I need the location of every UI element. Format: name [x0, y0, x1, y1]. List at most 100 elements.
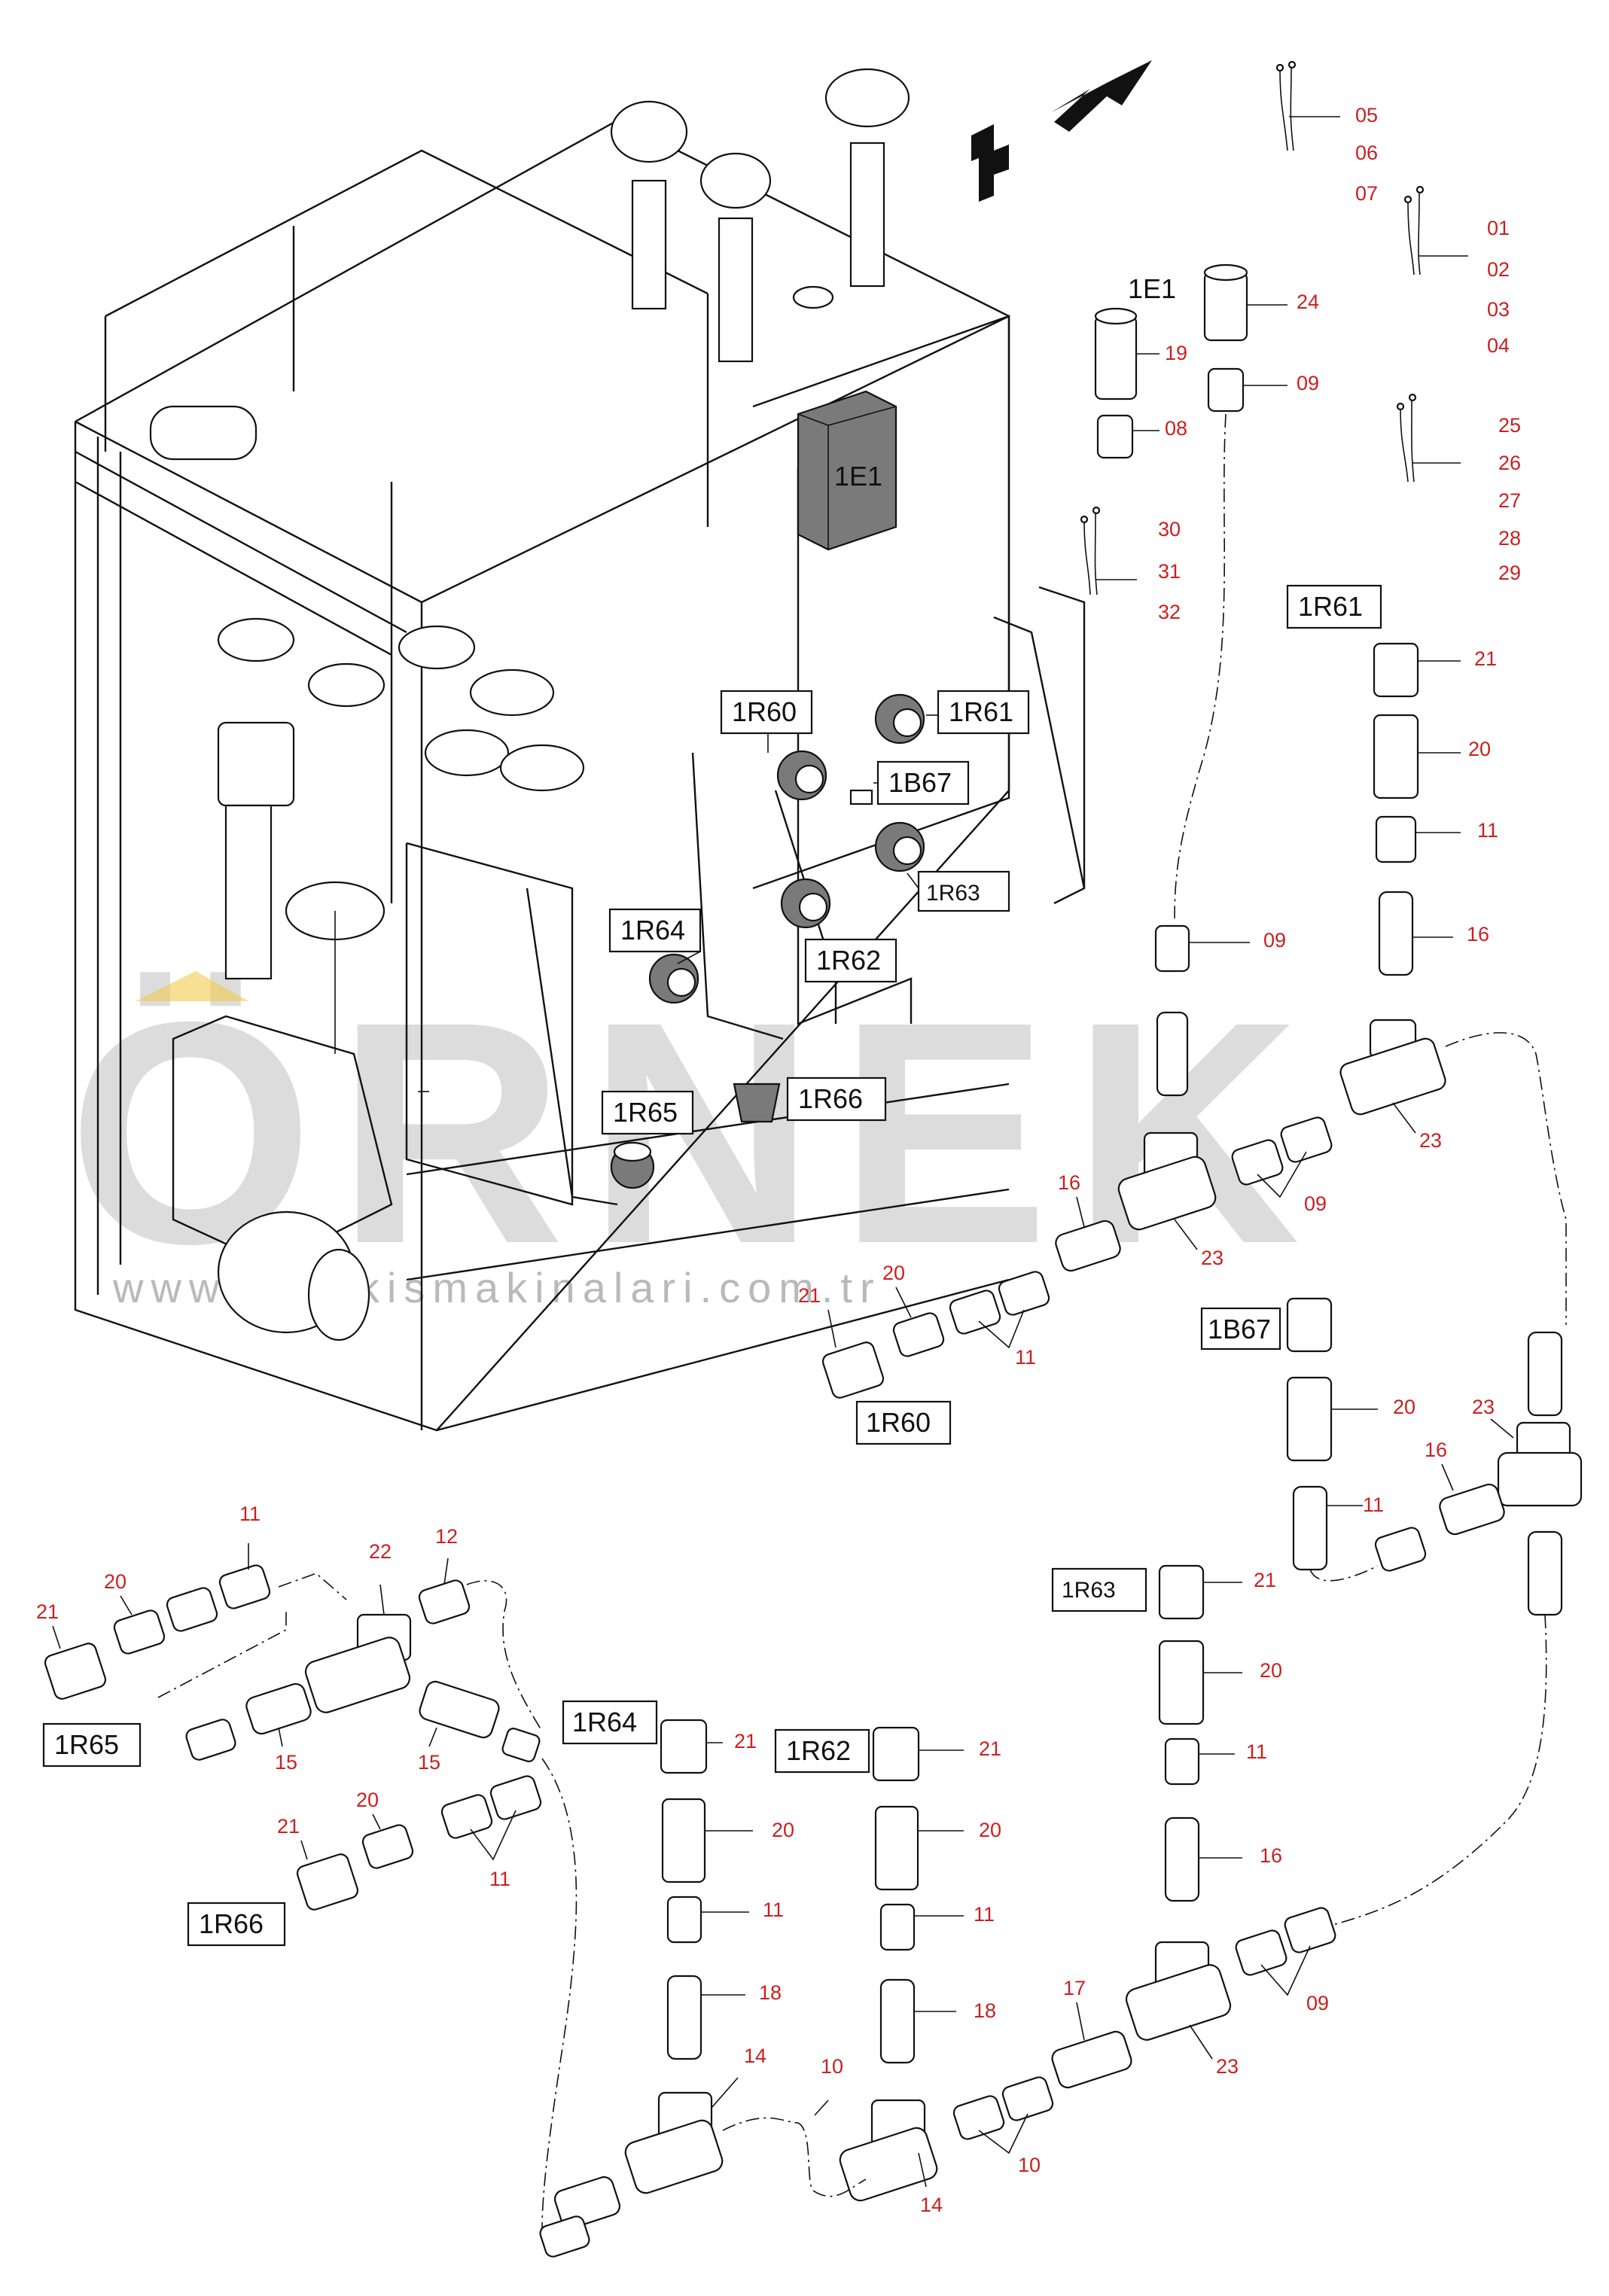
cable-01: 01	[1487, 217, 1510, 239]
r62-part-14: 14	[920, 2194, 943, 2216]
part-23a: 23	[1419, 1129, 1442, 1152]
group-1R61-label: 1R61	[1298, 591, 1363, 622]
machine-illustration: 1E1	[74, 68, 1086, 1432]
label-1R66: 1R66	[798, 1083, 863, 1114]
r66-part-21: 21	[277, 1815, 300, 1838]
r63-part-21: 21	[1254, 1569, 1276, 1591]
part-09c: 09	[1304, 1192, 1327, 1215]
r62-part-21: 21	[979, 1737, 1001, 1760]
r61-part-11: 11	[1477, 819, 1498, 842]
sensor-1R61	[874, 693, 925, 745]
r65-part-21: 21	[36, 1600, 59, 1623]
r66-part-20: 20	[356, 1789, 379, 1811]
r65-part-15b: 15	[418, 1751, 440, 1774]
r63-part-23: 23	[1216, 2055, 1239, 2078]
sensor-1B67	[849, 789, 873, 805]
module-1E1-label: 1E1	[834, 461, 882, 492]
group-1E1-label: 1E1	[1128, 273, 1176, 304]
label-1R60: 1R60	[732, 696, 797, 727]
r65-part-20: 20	[104, 1570, 126, 1593]
group-1R66: 11 20 21 1R66	[187, 1775, 542, 1947]
cable-28: 28	[1498, 527, 1521, 550]
r63-part-17: 17	[1063, 1977, 1086, 1999]
group-1R61: 1R61 21 20 11 16 23	[1286, 584, 1567, 1325]
cable-04: 04	[1487, 334, 1510, 357]
group-1R62-label: 1R62	[786, 1735, 851, 1766]
cable-06: 06	[1355, 142, 1378, 164]
r63-part-16: 16	[1260, 1844, 1282, 1867]
cable-29: 29	[1498, 562, 1521, 584]
r63-part-09: 09	[1306, 1992, 1329, 2014]
r61-part-20: 20	[1468, 738, 1491, 760]
sensor-1R60	[776, 750, 827, 801]
part-09a: 09	[1297, 372, 1319, 394]
part-24: 24	[1297, 291, 1319, 313]
part-21b: 21	[798, 1284, 821, 1307]
b67-part-20: 20	[1393, 1396, 1415, 1418]
group-1R64-label: 1R64	[572, 1707, 637, 1737]
direction-marker: F	[934, 60, 1152, 202]
group-1E1: 1E1 24 09 19 08	[1094, 263, 1319, 919]
group-1R64: 1R64 21 20 11 18 14 10	[539, 1700, 867, 2258]
part-10: 10	[821, 2055, 843, 2078]
label-1R65: 1R65	[613, 1097, 678, 1128]
group-1R63: 1R63 21 20 11 16 23 09 17 10	[952, 1564, 1336, 2176]
cable-25: 25	[1498, 414, 1521, 437]
r65-part-12: 12	[435, 1525, 458, 1548]
part-23b: 23	[1201, 1247, 1224, 1269]
sensor-1R66	[733, 1083, 781, 1123]
group-1R66-label: 1R66	[199, 1908, 264, 1939]
cable-26: 26	[1498, 452, 1521, 474]
group-1R63-label: 1R63	[1062, 1578, 1116, 1603]
label-1R63: 1R63	[926, 881, 980, 906]
cable-05: 05	[1355, 104, 1378, 126]
part-08: 08	[1165, 417, 1187, 440]
part-16b: 16	[1058, 1171, 1080, 1194]
watermark-accent-icon	[136, 971, 248, 1001]
r66-part-11: 11	[489, 1868, 510, 1890]
r65-part-15a: 15	[275, 1751, 297, 1774]
part-20b: 20	[882, 1262, 905, 1284]
cable-03: 03	[1487, 298, 1510, 321]
cable-31: 31	[1158, 560, 1181, 583]
r61-part-21: 21	[1474, 647, 1497, 670]
sensor-1R65	[610, 1141, 655, 1189]
cable-group-05-07: 05 06 07	[1275, 60, 1378, 205]
module-1E1-box	[797, 390, 897, 551]
group-1B67: 1B67 20 11 23 16	[1200, 1297, 1583, 1928]
label-1R64: 1R64	[620, 915, 685, 946]
cable-07: 07	[1355, 182, 1378, 205]
r63-part-11: 11	[1246, 1740, 1267, 1763]
group-1B67-label: 1B67	[1208, 1314, 1271, 1344]
group-1R65-label: 1R65	[54, 1729, 119, 1760]
cable-group-30-32: 30 31 32	[1080, 506, 1181, 623]
sensor-1R62	[780, 878, 831, 929]
r62-part-11: 11	[974, 1903, 995, 1926]
b67-part-23: 23	[1472, 1396, 1495, 1418]
cable-02: 02	[1487, 258, 1510, 281]
b67-part-16: 16	[1425, 1439, 1447, 1461]
cable-group-25-29: 25 26 27 28 29	[1396, 393, 1521, 584]
group-1R60-label: 1R60	[866, 1407, 931, 1438]
group-1R62: 1R62 21 20 11 18 14	[774, 1726, 1001, 2216]
part-11b: 11	[1015, 1346, 1036, 1369]
group-1R65: 11 20 21 1R65 22 12 15 15	[36, 1503, 577, 2229]
r64-part-14: 14	[744, 2045, 766, 2067]
label-1B67: 1B67	[888, 767, 952, 798]
r63-part-10: 10	[1018, 2154, 1041, 2176]
cylinder-1	[631, 179, 667, 310]
cable-30: 30	[1158, 518, 1181, 541]
r64-part-18: 18	[759, 1981, 782, 2004]
r62-part-18: 18	[974, 1999, 996, 2022]
b67-part-11: 11	[1363, 1494, 1384, 1516]
sensor-1R64	[648, 953, 699, 1004]
part-09b: 09	[1263, 929, 1286, 952]
label-1R61: 1R61	[949, 696, 1013, 727]
r65-part-11: 11	[239, 1503, 261, 1525]
r64-part-21: 21	[734, 1730, 757, 1752]
r64-part-20: 20	[772, 1819, 794, 1841]
r65-part-22: 22	[369, 1540, 392, 1563]
group-1R60: 09 23 09 16 11 20 21 1R60	[798, 924, 1333, 1445]
cable-32: 32	[1158, 601, 1181, 623]
